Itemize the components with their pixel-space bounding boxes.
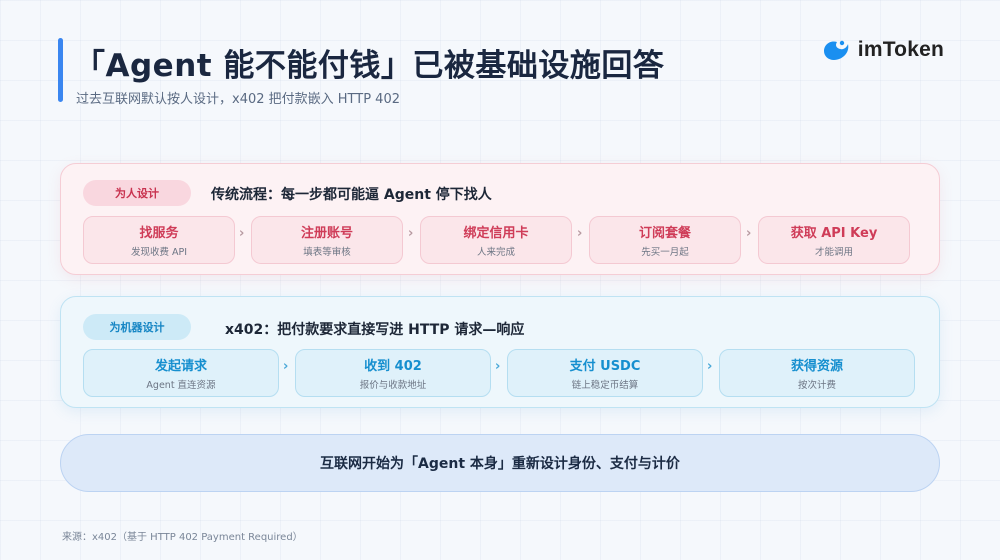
step-title: 发起请求 (154, 359, 207, 374)
chevron-right-icon: › (746, 226, 752, 241)
chevron-right-icon: › (577, 226, 583, 241)
step-subtitle: 填表等审核 (303, 247, 351, 258)
page-subtitle: 过去互联网默认按人设计，x402 把付款嵌入 HTTP 402 (76, 92, 400, 107)
machine-step-receive-402: 收到 402 报价与收款地址 (295, 349, 491, 397)
step-title: 绑定信用卡 (463, 226, 529, 241)
step-title: 注册账号 (300, 226, 353, 241)
human-step-api-key: 获取 API Key 才能调用 (758, 216, 910, 264)
machine-flow-panel: 为机器设计 x402：把付款要求直接写进 HTTP 请求—响应 发起请求 Age… (60, 296, 940, 408)
step-subtitle: Agent 直连资源 (146, 380, 216, 391)
step-subtitle: 人来完成 (476, 247, 515, 258)
machine-step-get-resource: 获得资源 按次计费 (719, 349, 915, 397)
human-step-bind-card: 绑定信用卡 人来完成 (420, 216, 572, 264)
machine-step-pay-usdc: 支付 USDC 链上稳定币结算 (507, 349, 703, 397)
chevron-right-icon: › (283, 359, 289, 374)
chevron-right-icon: › (495, 359, 501, 374)
machine-step-request: 发起请求 Agent 直连资源 (83, 349, 279, 397)
step-subtitle: 报价与收款地址 (359, 380, 427, 391)
source-note: 来源：x402（基于 HTTP 402 Payment Required） (62, 532, 303, 543)
page-title: 「Agent 能不能付钱」已被基础设施回答 (74, 48, 665, 84)
step-subtitle: 才能调用 (814, 247, 853, 258)
step-subtitle: 链上稳定币结算 (571, 380, 639, 391)
human-step-register: 注册账号 填表等审核 (251, 216, 403, 264)
chevron-right-icon: › (239, 226, 245, 241)
human-step-subscribe: 订阅套餐 先买一月起 (589, 216, 741, 264)
human-flow-panel: 为人设计 传统流程：每一步都可能逼 Agent 停下找人 找服务 发现收费 AP… (60, 163, 940, 275)
step-title: 找服务 (139, 226, 179, 241)
step-subtitle: 先买一月起 (641, 247, 689, 258)
human-step-find-service: 找服务 发现收费 API (83, 216, 235, 264)
step-title: 收到 402 (364, 359, 422, 374)
step-subtitle: 发现收费 API (130, 247, 188, 258)
brand-name: imToken (857, 38, 944, 61)
imtoken-logo-icon (823, 40, 849, 60)
machine-flow-tag: 为机器设计 (83, 314, 191, 340)
conclusion-banner: 互联网开始为「Agent 本身」重新设计身份、支付与计价 (60, 434, 940, 492)
human-flow-heading: 传统流程：每一步都可能逼 Agent 停下找人 (211, 187, 492, 203)
chevron-right-icon: › (707, 359, 713, 374)
brand-logo: imToken (822, 38, 944, 62)
step-title: 获取 API Key (790, 226, 878, 241)
step-title: 获得资源 (790, 359, 843, 374)
human-flow-tag: 为人设计 (83, 180, 191, 206)
chevron-right-icon: › (408, 226, 414, 241)
machine-flow-heading: x402：把付款要求直接写进 HTTP 请求—响应 (225, 322, 525, 338)
step-title: 支付 USDC (569, 359, 641, 374)
title-accent-bar (58, 38, 63, 102)
step-title: 订阅套餐 (638, 226, 691, 241)
step-subtitle: 按次计费 (797, 380, 836, 391)
